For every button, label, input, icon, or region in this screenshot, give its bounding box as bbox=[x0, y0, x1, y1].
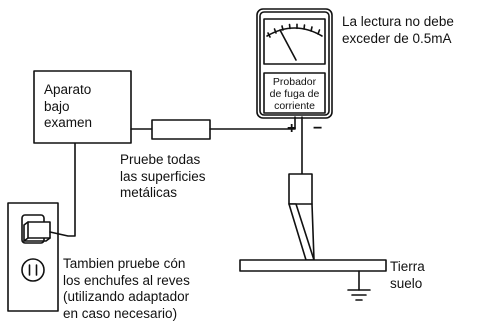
reading-limit-note: La lectura no debe exceder de 0.5mA bbox=[342, 14, 454, 46]
ground-label: Tierra suelo bbox=[390, 259, 425, 291]
probe-icon bbox=[151, 119, 211, 140]
device-under-test-label: Aparato bajo examen bbox=[44, 82, 93, 130]
leakage-tester bbox=[256, 8, 333, 119]
ground-symbol-icon bbox=[347, 270, 371, 301]
device-box bbox=[33, 70, 132, 144]
wall-outlet-icon bbox=[7, 202, 59, 312]
power-cord bbox=[49, 142, 76, 237]
tester-label: Probador de fuga de corriente bbox=[269, 76, 320, 112]
grounding-probe bbox=[288, 173, 315, 261]
probe-lead bbox=[209, 116, 296, 130]
surfaces-note: Pruebe todas las superficies metálicas bbox=[120, 152, 206, 200]
analog-meter-icon bbox=[263, 18, 326, 65]
positive-terminal-label: + bbox=[287, 120, 297, 137]
ground-plate bbox=[239, 259, 387, 272]
outlet-reverse-note: Tambien pruebe cón los enchufes al reves… bbox=[63, 256, 190, 321]
negative-terminal-label: − bbox=[313, 120, 323, 137]
